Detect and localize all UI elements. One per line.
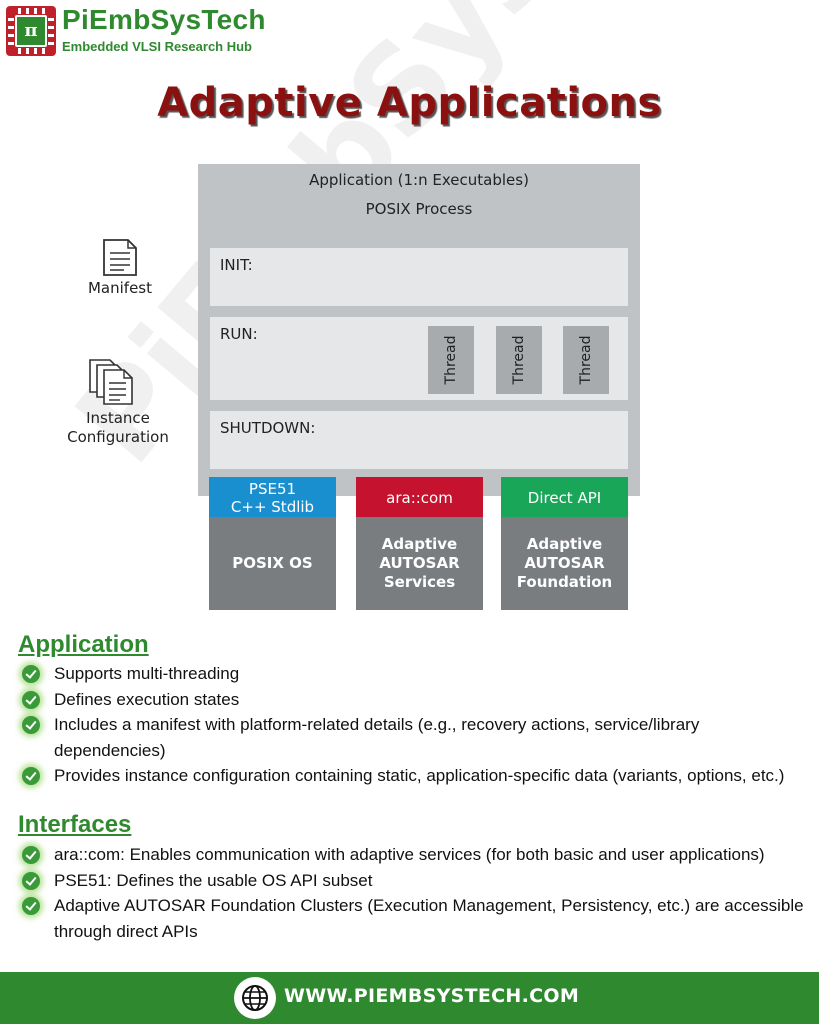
state-shutdown: SHUTDOWN:	[210, 411, 628, 469]
instance-configuration-line-2: Configuration	[67, 428, 169, 446]
check-circle-icon	[22, 690, 40, 709]
list-item: Supports multi-threading	[20, 661, 815, 687]
platform-posix-os: POSIX OS	[209, 517, 336, 610]
thread-box: Thread	[428, 326, 474, 394]
platform-services-line-1: Adaptive	[381, 535, 458, 553]
application-title: Application (1:n Executables)	[309, 171, 529, 189]
instance-configuration-line-1: Instance	[86, 409, 150, 427]
thread-box: Thread	[563, 326, 609, 394]
list-item-text: PSE51: Defines the usable OS API subset	[54, 870, 373, 890]
platform-services-line-2: AUTOSAR	[379, 554, 460, 572]
thread-label: Thread	[511, 335, 527, 385]
manifest-label: Manifest	[87, 279, 152, 297]
state-run: RUN: Thread Thread Thread	[210, 317, 628, 400]
platform-foundation-line-2: AUTOSAR	[524, 554, 605, 572]
brand-name: PiEmbSysTech	[62, 4, 266, 35]
check-circle-icon	[22, 871, 40, 890]
check-circle-icon	[22, 716, 40, 734]
thread-label: Thread	[578, 335, 594, 385]
platform-posix-os-label: POSIX OS	[232, 554, 313, 572]
list-item: Adaptive AUTOSAR Foundation Clusters (Ex…	[20, 893, 815, 944]
interface-pse51-line-1: PSE51	[248, 479, 297, 498]
platform-adaptive-autosar-foundation: Adaptive AUTOSAR Foundation	[501, 517, 628, 610]
brand-logo: π	[6, 6, 56, 56]
platform-foundation-line-3: Foundation	[516, 573, 613, 591]
state-init: INIT:	[210, 248, 628, 306]
logo-glyph: π	[24, 20, 38, 41]
platform-foundation-line-1: Adaptive	[526, 535, 603, 553]
state-shutdown-label: SHUTDOWN:	[220, 419, 316, 437]
interface-pse51: PSE51 C++ Stdlib	[209, 477, 336, 518]
list-item-text: ara::com: Enables communication with ada…	[54, 845, 765, 864]
list-item: PSE51: Defines the usable OS API subset	[20, 868, 815, 894]
list-item-text: Provides instance configuration containi…	[54, 766, 785, 785]
thread-label: Thread	[443, 335, 459, 385]
state-init-label: INIT:	[220, 256, 253, 274]
interface-ara-com-label: ara::com	[386, 488, 453, 507]
state-run-label: RUN:	[220, 325, 258, 343]
list-item: Provides instance configuration containi…	[20, 763, 815, 789]
interface-direct-api-label: Direct API	[527, 488, 602, 507]
chip-icon: π	[15, 15, 47, 47]
platform-services-line-3: Services	[383, 573, 456, 591]
interface-direct-api: Direct API	[501, 477, 628, 518]
footer-bar: WWW.PIEMBSYSTECH.COM	[0, 972, 819, 1024]
globe-icon	[234, 977, 276, 1019]
page-title: Adaptive Applications	[157, 80, 662, 126]
list-item-text: Adaptive AUTOSAR Foundation Clusters (Ex…	[54, 896, 804, 941]
list-item: ara::com: Enables communication with ada…	[20, 842, 815, 868]
instance-configuration-label: Instance Configuration	[58, 409, 178, 447]
check-circle-icon	[22, 767, 40, 785]
check-circle-icon	[22, 665, 40, 683]
section-title-application: Application	[18, 631, 149, 658]
brand-tagline: Embedded VLSI Research Hub	[62, 39, 252, 54]
platform-adaptive-autosar-services: Adaptive AUTOSAR Services	[356, 517, 483, 610]
list-item-text: Includes a manifest with platform-relate…	[54, 715, 700, 760]
check-circle-icon	[22, 897, 40, 915]
application-list: Supports multi-threading Defines executi…	[20, 661, 815, 789]
list-item: Defines execution states	[20, 687, 815, 713]
website-link[interactable]: WWW.PIEMBSYSTECH.COM	[284, 985, 580, 1007]
list-item-text: Supports multi-threading	[54, 664, 240, 683]
list-item-text: Defines execution states	[54, 689, 240, 709]
thread-box: Thread	[496, 326, 542, 394]
manifest-document-icon	[103, 239, 137, 276]
interfaces-list: ara::com: Enables communication with ada…	[20, 842, 815, 944]
interface-pse51-line-2: C++ Stdlib	[230, 497, 315, 516]
instance-configuration-documents-icon	[89, 359, 133, 405]
posix-process-title: POSIX Process	[365, 200, 473, 218]
check-circle-icon	[22, 846, 40, 864]
interface-ara-com: ara::com	[356, 477, 483, 518]
section-title-interfaces: Interfaces	[18, 811, 132, 838]
list-item: Includes a manifest with platform-relate…	[20, 712, 815, 763]
